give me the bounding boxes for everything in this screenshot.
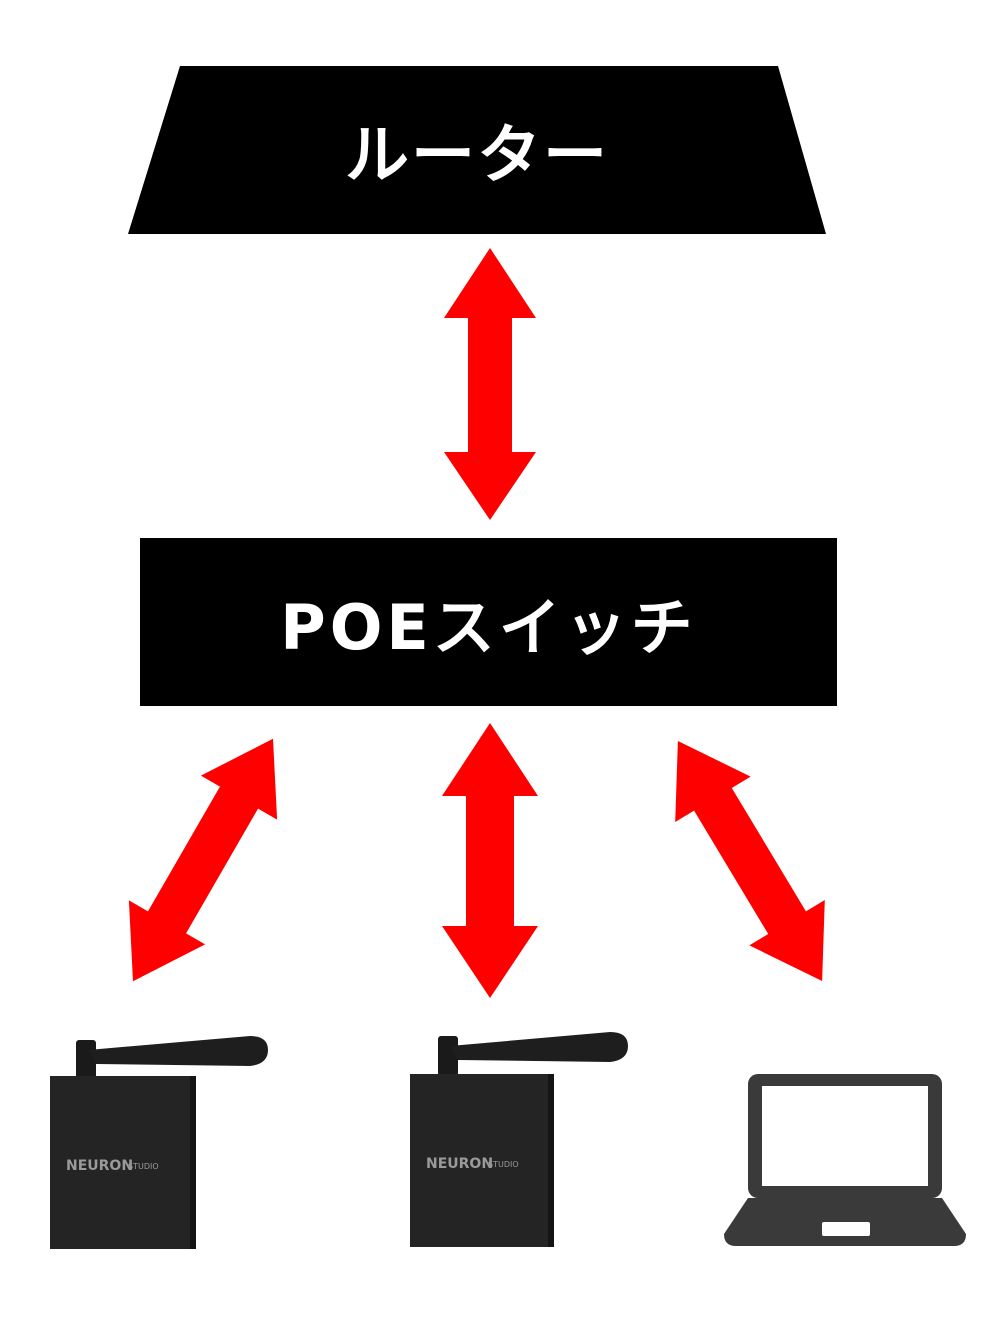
laptop-screen bbox=[762, 1086, 928, 1186]
arrow-switch-device-1-shape bbox=[128, 738, 278, 982]
poe-switch-label: POEスイッチ bbox=[280, 591, 697, 664]
neuron-device-1: NEURON STUDIO bbox=[50, 1036, 268, 1249]
poe-switch-node: POEスイッチ bbox=[140, 538, 837, 706]
arrow-switch-device-2-shape bbox=[442, 723, 538, 998]
device-1-logo: NEURON bbox=[66, 1158, 133, 1174]
arrow-switch-device-2 bbox=[442, 723, 538, 998]
router-label: ルーター bbox=[345, 119, 609, 193]
device-1-body bbox=[50, 1076, 194, 1249]
device-2-body bbox=[410, 1074, 552, 1247]
arrow-switch-device-1 bbox=[128, 738, 278, 982]
arrow-switch-laptop bbox=[675, 740, 825, 982]
laptop-icon bbox=[724, 1074, 966, 1246]
arrow-switch-laptop-shape bbox=[675, 740, 825, 982]
device-2-antenna bbox=[450, 1032, 628, 1062]
device-2-antenna-base bbox=[438, 1036, 458, 1076]
device-1-antenna bbox=[88, 1036, 268, 1066]
device-1-logo-sub: STUDIO bbox=[128, 1162, 159, 1171]
device-2-side bbox=[548, 1074, 554, 1247]
device-2-logo-sub: STUDIO bbox=[488, 1160, 519, 1169]
device-2-logo: NEURON bbox=[426, 1156, 493, 1172]
device-1-side bbox=[190, 1076, 196, 1249]
laptop-trackpad bbox=[822, 1222, 870, 1236]
arrow-router-switch-shape bbox=[444, 248, 536, 520]
router-node bbox=[128, 66, 826, 234]
device-1-antenna-base bbox=[76, 1040, 96, 1080]
arrow-router-switch bbox=[444, 248, 536, 520]
neuron-device-2: NEURON STUDIO bbox=[410, 1032, 628, 1247]
